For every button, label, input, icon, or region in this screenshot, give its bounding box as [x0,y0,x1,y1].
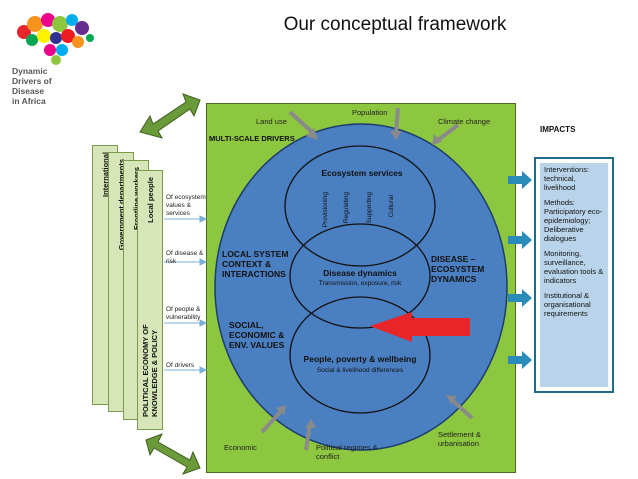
impact-institutional: Institutional & organisational requireme… [544,291,591,318]
of-drivers-label: Of drivers [166,362,195,369]
climate-arrow [436,123,460,142]
impact-arrows [508,171,532,369]
economic-arrow [260,408,284,434]
social-values-label: SOCIAL, ECONOMIC & ENV. VALUES [229,320,285,350]
driver-economic: Economic [224,443,257,452]
drivers-heading: MULTI-SCALE DRIVERS [209,134,295,143]
impact-methods: Methods: Participatory eco-epidemiology;… [544,198,603,243]
logo-africa-map-icon [17,13,94,65]
disease-circle [289,223,431,329]
political-economy-label: POLITICAL ECONOMY OF KNOWLEDGE & POLICY [141,324,159,417]
driver-political: Political regimes & conflict [316,443,378,461]
driver-climate-change: Climate change [438,117,491,126]
ecosystem-title: Ecosystem services [321,168,403,178]
impact-interventions: Interventions: technical, livelihood [544,165,590,192]
ecosystem-circle [284,145,436,267]
service-cultural: Cultural [388,195,395,218]
disease-title: Disease dynamics [323,268,397,278]
settlement-arrow [450,398,474,420]
population-arrow [394,107,400,135]
people-circle [289,296,431,414]
of-disease-label: Of disease & risk [166,250,204,265]
red-arrow [370,312,470,342]
driver-land-use: Land use [256,117,287,126]
political-arrow [304,424,312,451]
of-ecosystem-label: Of ecosystem values & services [166,194,206,217]
page-title: Our conceptual framework [283,14,507,35]
of-people-label: Of people & vulnerability [166,306,201,321]
card-local-people: Local people POLITICAL ECONOMY OF KNOWLE… [137,170,163,430]
double-arrow-top [139,93,201,139]
outer-circle [214,123,508,451]
disease-subtitle: Transmission, exposure, risk [318,280,402,287]
people-title: People, poverty & wellbeing [303,354,417,364]
double-arrow-bottom [145,433,201,475]
people-subtitle: Social & livelihood differences [316,367,404,374]
service-supporting: Supporting [366,192,373,224]
driver-arrows [260,107,474,451]
driver-population: Population [352,108,388,117]
land-use-arrow [288,110,316,136]
service-provisioning: Provisioning [322,192,329,228]
disease-ecosystem-label: DISEASE – ECOSYSTEM DYNAMICS [431,254,485,284]
impacts-title: IMPACTS [540,125,576,134]
logo-text: Dynamic Drivers of Disease in Africa [12,66,52,106]
impact-monitoring: Monitoring, surveillance, evaluation too… [544,249,604,285]
driver-settlement: Settlement & urbanisation [438,430,481,448]
local-system-label: LOCAL SYSTEM CONTEXT & INTERACTIONS [222,249,289,279]
impacts-box: Interventions: technical, livelihood Met… [534,157,614,393]
service-regulating: Regulating [343,192,350,224]
